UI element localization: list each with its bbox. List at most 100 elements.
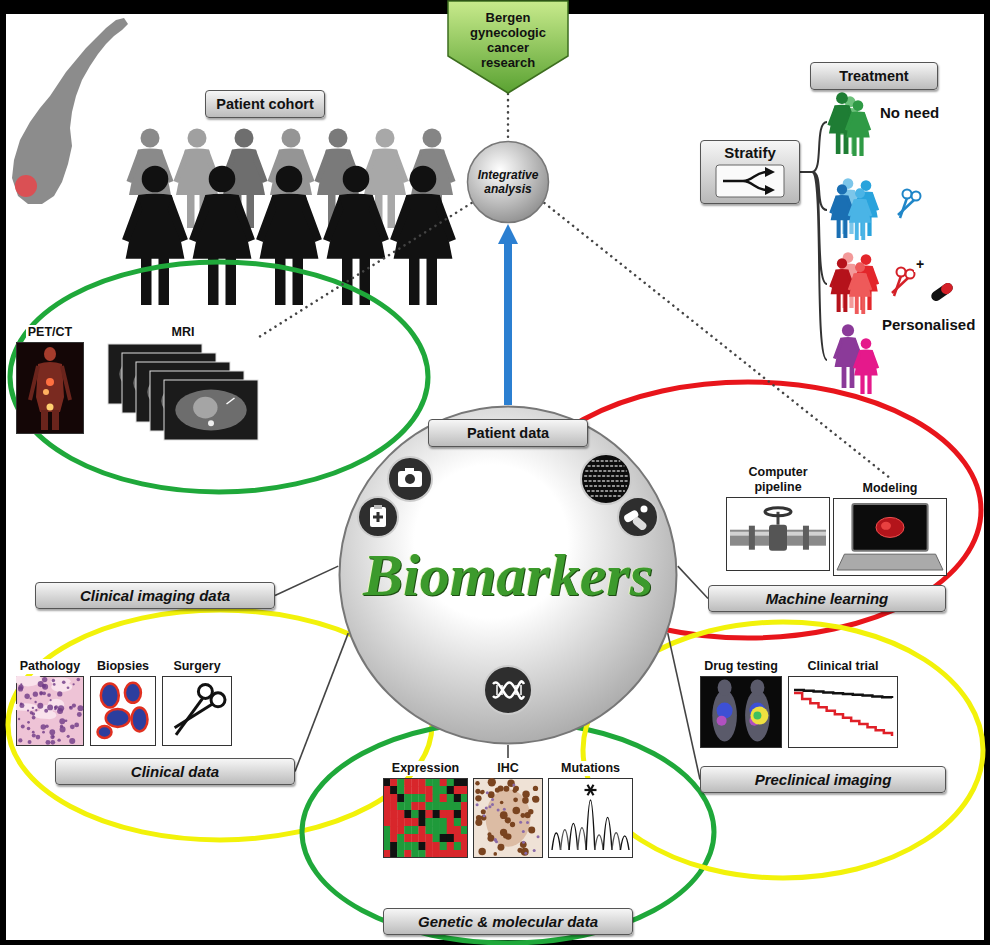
- ellipse-part: [486, 789, 531, 847]
- circle-part: [47, 704, 53, 710]
- branch-lines: [800, 122, 827, 360]
- rect-part: [383, 818, 390, 826]
- rect-part: [390, 802, 397, 810]
- circle-part: [903, 190, 912, 199]
- dotted-connector: [260, 203, 472, 336]
- rect-part: [187, 193, 195, 228]
- category-bar: Machine learning: [708, 585, 946, 612]
- rect-part: [749, 526, 755, 550]
- rect-part: [447, 818, 454, 826]
- rect-part: [383, 834, 390, 842]
- person-figure: [256, 166, 322, 305]
- circle-part: [67, 735, 70, 738]
- rect-part: [418, 810, 425, 818]
- rect-part: [461, 802, 468, 810]
- panel-illustration: [473, 778, 543, 858]
- circle-part: [855, 188, 865, 198]
- circle-part: [49, 729, 55, 735]
- line-part: [898, 200, 914, 215]
- rect-part: [383, 842, 390, 850]
- rect-part: [447, 834, 454, 842]
- rect-part: [390, 850, 397, 858]
- rect-part: [440, 850, 447, 858]
- rect-part: [426, 818, 433, 826]
- rect-part: [383, 794, 390, 802]
- scissors-symbol: [898, 190, 921, 219]
- circle-part: [853, 100, 864, 111]
- circle-part: [491, 803, 494, 806]
- rect-part: [433, 802, 440, 810]
- rect-part: [405, 468, 414, 472]
- rect-part: [769, 525, 787, 551]
- line-part: [585, 485, 627, 486]
- circle-part: [468, 142, 549, 223]
- panel-illustration: [383, 778, 468, 858]
- rect-part: [461, 826, 468, 834]
- rect-part: [834, 499, 947, 576]
- rect-part: [843, 293, 847, 312]
- rect-part: [411, 778, 418, 786]
- circle-part: [28, 740, 32, 744]
- circle-part: [33, 692, 38, 697]
- image-panel: IHC: [473, 758, 543, 858]
- image-panel: Mutations: [548, 758, 633, 858]
- rect-part: [716, 165, 784, 197]
- title-banner: Bergen gynecologic cancer research: [447, 0, 569, 94]
- spoke-line: [507, 745, 509, 758]
- circle-part: [42, 731, 45, 734]
- rect-part: [440, 786, 447, 794]
- circle-part: [497, 808, 500, 811]
- line-part: [892, 278, 908, 293]
- rect-part: [440, 842, 447, 850]
- circle-part: [498, 785, 504, 791]
- circle-part: [410, 166, 437, 193]
- circle-part: [488, 805, 491, 808]
- panel-illustration: [700, 676, 782, 748]
- circle-part: [208, 420, 214, 426]
- circle-part: [142, 166, 169, 193]
- rect-part: [418, 778, 425, 786]
- ellipse-part: [765, 508, 791, 516]
- circle-part: [20, 702, 23, 705]
- path-part: [122, 196, 188, 242]
- path-part: [794, 690, 892, 698]
- rect-part: [370, 507, 386, 527]
- circle-part: [58, 705, 64, 711]
- circle-part: [52, 679, 55, 682]
- person-figure: [390, 166, 456, 305]
- circle-part: [475, 789, 480, 794]
- rect-part: [454, 810, 461, 818]
- circle-part: [522, 791, 529, 798]
- circle-part: [837, 184, 847, 194]
- path-part: [794, 693, 892, 736]
- rect-part: [383, 778, 390, 786]
- path-part: [853, 350, 879, 368]
- person-figure: [122, 166, 188, 305]
- circle-part: [488, 791, 495, 798]
- rect-part: [390, 842, 397, 850]
- heading-box: Treatment: [810, 62, 938, 90]
- rect-part: [861, 296, 865, 314]
- rect-part: [52, 410, 59, 430]
- node-text: Preclinical imaging: [755, 771, 892, 788]
- image-panel: Clinical trial: [788, 656, 898, 748]
- path-part: [569, 823, 578, 850]
- image-panel: Expression: [383, 758, 468, 858]
- rect-part: [447, 810, 454, 818]
- ellipse-part: [876, 517, 904, 537]
- pill-symbol: [929, 281, 954, 303]
- circle-part: [77, 705, 83, 711]
- rect-part: [789, 677, 898, 748]
- circle-part: [912, 192, 921, 201]
- circle-part: [526, 821, 529, 824]
- circle-part: [45, 740, 50, 745]
- panel-illustration: [833, 498, 947, 576]
- circle-part: [388, 457, 432, 501]
- line-part: [176, 698, 203, 734]
- rect-part: [426, 778, 433, 786]
- path-part: [620, 836, 629, 850]
- rect-part: [383, 826, 390, 834]
- rect-part: [388, 193, 396, 228]
- circle-part: [478, 848, 485, 855]
- person-figure: [189, 166, 255, 305]
